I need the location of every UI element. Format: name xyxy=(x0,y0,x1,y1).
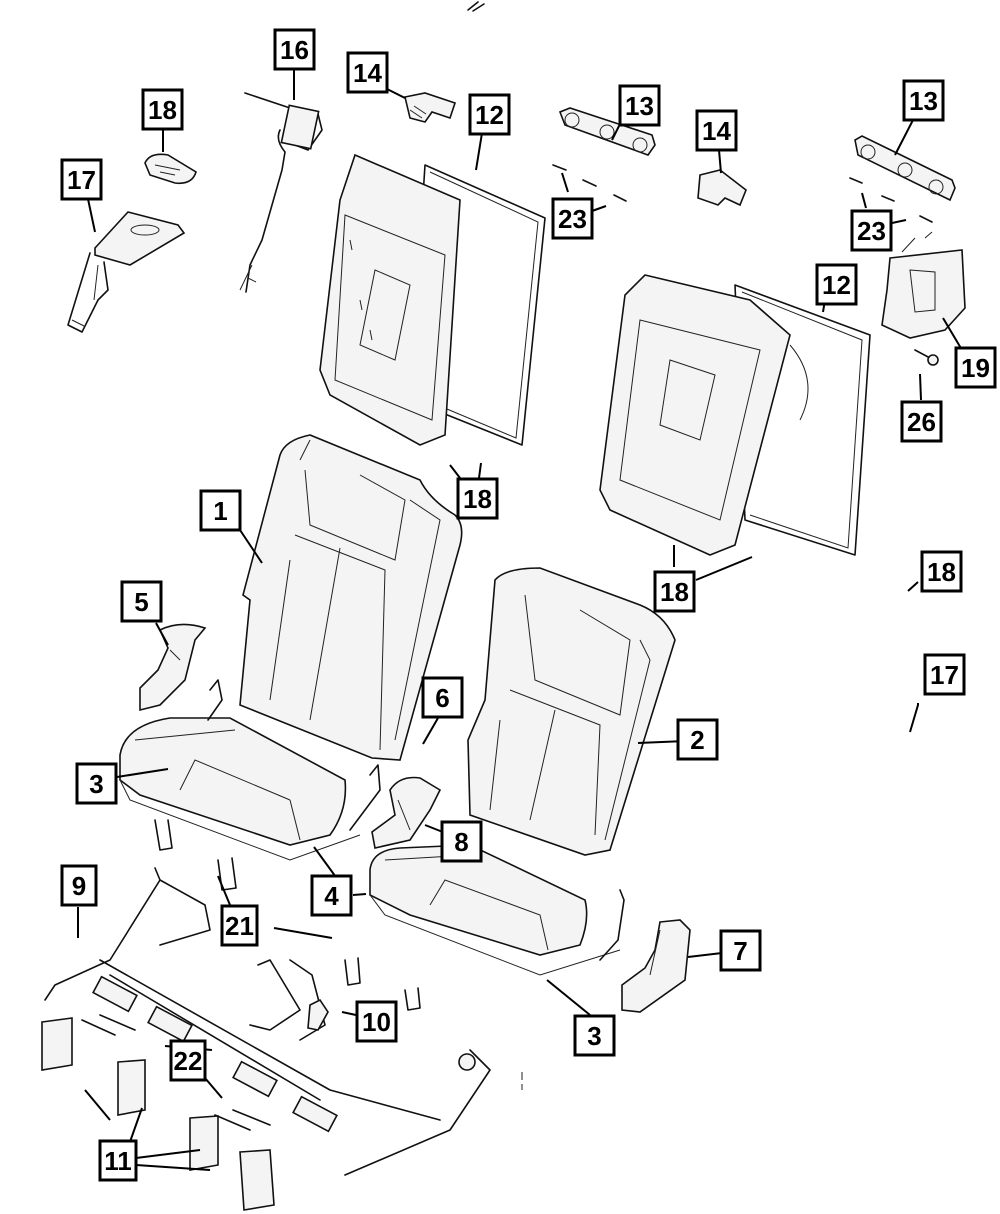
part-12-right-seatback-frame xyxy=(599,274,871,556)
callout-8[interactable]: 8 xyxy=(440,820,483,863)
part-15-release-cable xyxy=(239,92,323,293)
svg-text:11: 11 xyxy=(104,1146,132,1176)
part-8-center-shield xyxy=(371,776,442,849)
callouts: 16 14 18 17 12 13 14 23 13 23 12 19 26 1… xyxy=(60,28,997,1182)
callout-19[interactable]: 19 xyxy=(954,346,997,389)
part-26-screw xyxy=(914,349,939,366)
callout-22[interactable]: 22 xyxy=(169,1039,207,1082)
callout-14-left[interactable]: 14 xyxy=(346,51,389,94)
svg-text:2: 2 xyxy=(690,725,704,755)
svg-text:5: 5 xyxy=(134,587,148,617)
callout-9[interactable]: 9 xyxy=(60,864,98,907)
part-2-right-seatback xyxy=(467,567,676,856)
part-3-left-cushion xyxy=(119,717,361,861)
svg-text:18: 18 xyxy=(463,484,492,514)
svg-text:6: 6 xyxy=(435,683,449,713)
top-mark xyxy=(467,1,485,12)
svg-text:26: 26 xyxy=(907,407,936,437)
svg-text:7: 7 xyxy=(733,936,747,966)
callout-17-right[interactable]: 18 xyxy=(920,550,963,593)
callout-18-left[interactable]: 18 xyxy=(456,477,499,520)
part-16-left-armrest xyxy=(67,211,186,333)
callout-7[interactable]: 7 xyxy=(719,929,762,972)
callout-12-left[interactable]: 12 xyxy=(468,93,511,136)
callout-13-left[interactable]: 13 xyxy=(618,84,661,127)
part-1-left-seatback xyxy=(239,434,463,761)
callout-4[interactable]: 4 xyxy=(310,874,353,917)
part-22-pins xyxy=(81,1014,271,1131)
callout-11[interactable]: 11 xyxy=(98,1139,138,1182)
callout-16-right[interactable]: 17 xyxy=(923,653,966,696)
svg-text:14: 14 xyxy=(353,58,382,88)
svg-text:12: 12 xyxy=(822,270,851,300)
svg-text:21: 21 xyxy=(225,911,254,941)
svg-text:23: 23 xyxy=(857,216,886,246)
part-12-left-seatback-frame xyxy=(319,153,546,446)
svg-text:10: 10 xyxy=(362,1007,391,1037)
part-9-riser-assembly xyxy=(44,867,491,1176)
svg-text:1: 1 xyxy=(213,496,227,526)
svg-text:22: 22 xyxy=(174,1046,203,1076)
part-23-right-clips xyxy=(849,177,933,223)
part-7-right-shield xyxy=(621,919,691,1013)
part-13-left-guide xyxy=(558,107,656,156)
part-19-latch xyxy=(881,231,966,339)
part-6-side-bracket xyxy=(207,679,381,831)
svg-text:16: 16 xyxy=(280,35,309,65)
callout-5[interactable]: 5 xyxy=(120,580,163,623)
callout-15[interactable]: 16 xyxy=(273,28,316,71)
callout-1[interactable]: 1 xyxy=(199,489,242,532)
part-11-covers xyxy=(41,1017,275,1211)
part-13-right-guide xyxy=(854,135,956,202)
callout-21[interactable]: 21 xyxy=(220,904,259,947)
callout-23-right[interactable]: 23 xyxy=(850,209,893,252)
callout-2[interactable]: 2 xyxy=(676,718,719,761)
svg-text:12: 12 xyxy=(475,100,504,130)
svg-text:14: 14 xyxy=(702,116,731,146)
callout-26[interactable]: 26 xyxy=(900,400,943,443)
svg-text:18: 18 xyxy=(148,95,177,125)
callout-10[interactable]: 10 xyxy=(355,1000,398,1043)
callout-23-left[interactable]: 23 xyxy=(551,197,594,240)
svg-text:18: 18 xyxy=(927,557,956,587)
part-5-left-shield xyxy=(139,623,207,712)
svg-text:19: 19 xyxy=(961,353,990,383)
svg-text:3: 3 xyxy=(89,769,103,799)
svg-text:18: 18 xyxy=(660,577,689,607)
part-23-left-clips xyxy=(552,164,627,202)
part-14-right-bracket xyxy=(697,169,747,207)
svg-text:13: 13 xyxy=(625,91,654,121)
callout-16-left[interactable]: 17 xyxy=(60,158,103,201)
callout-17-left[interactable]: 18 xyxy=(141,88,184,131)
svg-text:8: 8 xyxy=(454,827,468,857)
part-14-left-bracket xyxy=(404,92,457,123)
svg-text:3: 3 xyxy=(587,1021,601,1051)
part-4-right-cushion xyxy=(369,844,621,976)
callout-3-left[interactable]: 3 xyxy=(75,762,118,805)
leader-lines xyxy=(77,64,966,1171)
callout-3-right[interactable]: 3 xyxy=(573,1014,616,1057)
part-17-left-cupholder xyxy=(144,153,197,185)
callout-6[interactable]: 6 xyxy=(421,676,464,719)
callout-13-right[interactable]: 13 xyxy=(902,79,945,122)
callout-14-right[interactable]: 14 xyxy=(695,109,738,152)
svg-text:17: 17 xyxy=(67,165,96,195)
callout-12-right[interactable]: 12 xyxy=(815,263,858,306)
callout-18-right[interactable]: 18 xyxy=(653,570,696,613)
part-illustrations xyxy=(41,1,966,1211)
cushion-frame-legs xyxy=(154,819,625,1011)
svg-text:23: 23 xyxy=(558,204,587,234)
svg-text:4: 4 xyxy=(324,881,339,911)
svg-text:9: 9 xyxy=(72,871,86,901)
svg-text:13: 13 xyxy=(909,86,938,116)
svg-text:17: 17 xyxy=(930,660,959,690)
part-10-clip xyxy=(307,998,329,1031)
